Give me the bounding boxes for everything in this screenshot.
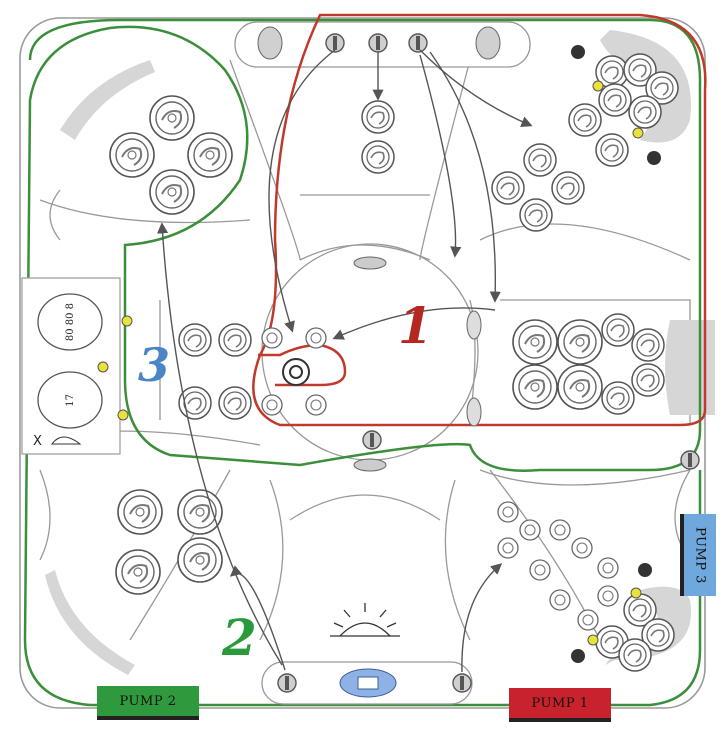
- side-light: [467, 311, 481, 339]
- jet: [118, 490, 162, 534]
- jet: [150, 96, 194, 140]
- top-valve-1: [326, 34, 344, 52]
- jet: [262, 395, 282, 415]
- led: [98, 362, 108, 372]
- zone1-label: 1: [398, 296, 433, 355]
- jet: [558, 365, 602, 409]
- led: [588, 635, 598, 645]
- jet: [550, 520, 570, 540]
- panel-corner-label: X: [33, 434, 42, 449]
- jet: [262, 328, 282, 348]
- top-valve-3: [409, 34, 427, 52]
- jet: [602, 314, 634, 346]
- jet: [596, 134, 628, 166]
- side-light: [467, 398, 481, 426]
- jet: [632, 329, 664, 361]
- jet: [306, 328, 326, 348]
- pump3-label: PUMP 3: [680, 514, 716, 596]
- panel-bottom-text: 17: [62, 390, 78, 410]
- jet: [179, 387, 211, 419]
- jet: [558, 320, 602, 364]
- pump2-label: PUMP 2: [97, 686, 199, 720]
- led: [118, 410, 128, 420]
- jet: [552, 172, 584, 204]
- zone1-text: 1: [398, 296, 433, 355]
- jet: [530, 560, 550, 580]
- jet: [513, 365, 557, 409]
- jet: [572, 538, 592, 558]
- jet: [150, 170, 194, 214]
- jet: [116, 550, 160, 594]
- jet: [498, 538, 518, 558]
- top-valve-2: [369, 34, 387, 52]
- panel-top-label: 80 80 8: [65, 303, 76, 341]
- led: [633, 128, 643, 138]
- waterfall-icon-inner: [358, 677, 378, 689]
- jet: [219, 387, 251, 419]
- jet: [178, 538, 222, 582]
- pump2-text: PUMP 2: [120, 694, 177, 709]
- drain-bottom: [354, 459, 386, 471]
- jet: [629, 96, 661, 128]
- jet: [578, 610, 598, 630]
- jet: [520, 199, 552, 231]
- jet: [219, 324, 251, 356]
- jet: [524, 144, 556, 176]
- zone2-label: 2: [222, 608, 257, 667]
- top-light-left: [258, 27, 282, 59]
- jet: [362, 141, 394, 173]
- side-valve: [681, 451, 699, 469]
- jet: [513, 320, 557, 364]
- pump3-text: PUMP 3: [693, 527, 708, 584]
- panel-corner-text: X: [33, 434, 42, 449]
- pump1-text: PUMP 1: [532, 696, 589, 711]
- jet: [569, 104, 601, 136]
- zone3-text: 3: [138, 338, 170, 392]
- air-control: [571, 649, 585, 663]
- jet: [602, 382, 634, 414]
- jet: [178, 490, 222, 534]
- bottom-valve-right: [453, 674, 471, 692]
- air-control: [638, 563, 652, 577]
- panel-bottom-label: 17: [65, 394, 76, 407]
- center-valve: [363, 431, 381, 449]
- jet: [598, 558, 618, 578]
- jet: [632, 364, 664, 396]
- jet: [498, 502, 518, 522]
- jet: [179, 324, 211, 356]
- jet: [550, 590, 570, 610]
- pump1-label: PUMP 1: [509, 688, 611, 722]
- led: [593, 81, 603, 91]
- led: [631, 588, 641, 598]
- drain-top: [354, 257, 386, 269]
- center-jet: [283, 359, 309, 385]
- bottom-valve-left: [278, 674, 296, 692]
- jet: [598, 586, 618, 606]
- jet: [110, 133, 154, 177]
- jet: [619, 639, 651, 671]
- jet: [188, 133, 232, 177]
- zone2-text: 2: [222, 608, 257, 667]
- jet: [362, 101, 394, 133]
- air-control: [571, 45, 585, 59]
- zone3-label: 3: [138, 338, 170, 392]
- jet: [492, 172, 524, 204]
- top-light-right: [476, 27, 500, 59]
- jet: [306, 395, 326, 415]
- led: [122, 316, 132, 326]
- panel-top-text: 80 80 8: [60, 302, 80, 342]
- jet: [599, 84, 631, 116]
- air-control: [647, 151, 661, 165]
- jet: [520, 520, 540, 540]
